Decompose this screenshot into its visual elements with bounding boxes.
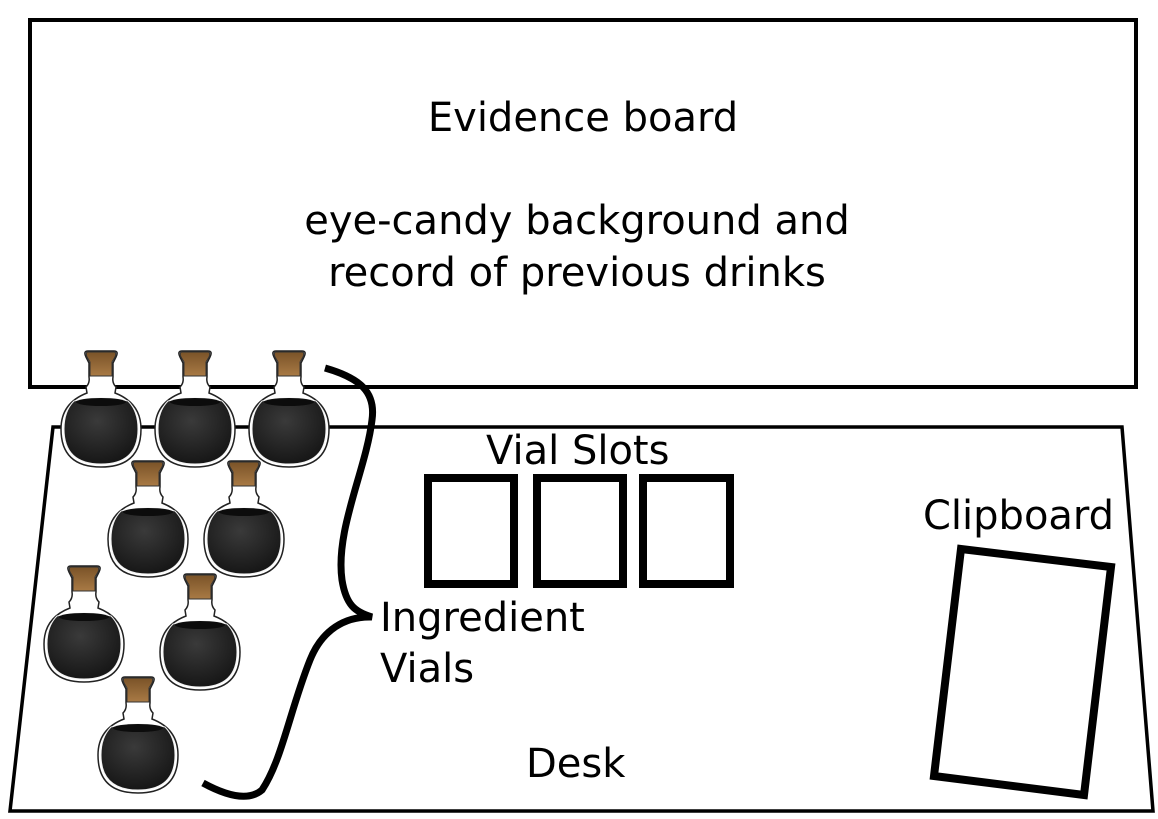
vial-slot-3[interactable] (639, 474, 734, 588)
evidence-board (28, 18, 1138, 389)
ingredient-vials-label-line2: Vials (380, 646, 475, 692)
ingredient-vials-label-line1: Ingredient (380, 595, 585, 641)
evidence-board-description-line2: record of previous drinks (328, 250, 826, 296)
vial-slot-1[interactable] (424, 474, 518, 588)
desk (8, 425, 1155, 813)
vial-slot-2[interactable] (533, 474, 627, 588)
desk-label: Desk (526, 741, 626, 787)
clipboard-label: Clipboard (923, 493, 1115, 539)
evidence-board-title: Evidence board (427, 95, 739, 141)
ingredient-vials-brace (201, 364, 377, 800)
clipboard[interactable] (929, 544, 1116, 800)
vial-slots-label: Vial Slots (486, 428, 670, 474)
evidence-board-description-line1: eye-candy background and (304, 198, 850, 244)
